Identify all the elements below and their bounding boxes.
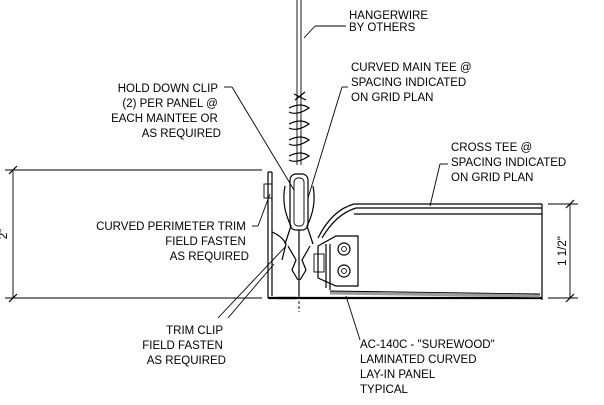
- cross-tee-connector: [313, 235, 359, 287]
- dimension-1-half-inch-label: 1 1/2": [557, 236, 569, 266]
- dimension-1-half-inch: 1 1/2": [548, 199, 578, 303]
- hold-down-clip: [283, 185, 315, 281]
- panel-label: AC-140C - "SUREWOOD" LAMINATED CURVED LA…: [360, 339, 498, 396]
- cross-tee: [317, 203, 543, 300]
- curved-main-tee-label: CURVED MAIN TEE @ SPACING INDICATED ON G…: [351, 62, 475, 104]
- wire-twist: [288, 91, 311, 162]
- hangerwire-label: HANGERWIRE BY OTHERS: [349, 10, 431, 34]
- hold-down-clip-label: HOLD DOWN CLIP (2) PER PANEL @ EACH MAIN…: [111, 83, 221, 140]
- dimension-2-inch: 2": [0, 165, 262, 303]
- perimeter-trim-label: CURVED PERIMETER TRIM FIELD FASTEN AS RE…: [96, 221, 249, 263]
- leader-lines: [217, 25, 448, 341]
- curved-perimeter-trim: [263, 171, 296, 300]
- hanger-wire: [296, 0, 302, 165]
- lay-in-panel: [329, 290, 541, 298]
- trim-clip: [271, 231, 287, 261]
- dimension-2-inch-label: 2": [0, 229, 10, 239]
- cross-tee-label: CROSS TEE @ SPACING INDICATED ON GRID PL…: [451, 142, 569, 184]
- trim-clip-label: TRIM CLIP FIELD FASTEN AS REQUIRED: [142, 325, 226, 367]
